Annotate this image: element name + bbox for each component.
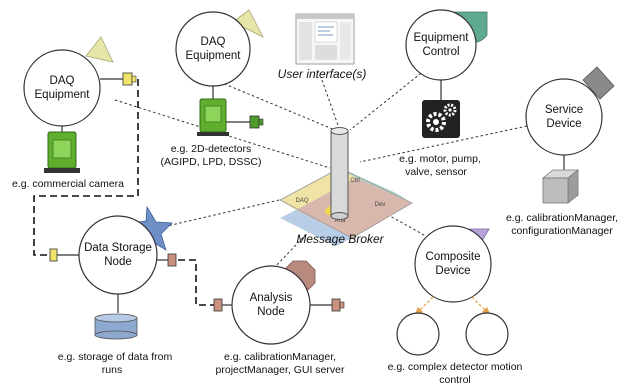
detector-caption-2: (AGIPD, LPD, DSSC) [161, 156, 262, 168]
daq-top-label-2: Equipment [186, 50, 242, 62]
svg-text:DAQ: DAQ [295, 198, 308, 204]
composite-child-right[interactable] [465, 312, 509, 356]
detector-chip-icon [197, 98, 229, 136]
message-broker-label: Message Broker [296, 232, 384, 246]
svg-text:Ana: Ana [335, 218, 346, 224]
analysis-label-1: Analysis [250, 292, 293, 304]
svg-text:Dev: Dev [375, 202, 386, 208]
service-device[interactable]: Service Device e.g. calibrationManager, … [506, 66, 618, 237]
daq-left-flag [85, 36, 114, 63]
equipment-control-label-1: Equipment [414, 32, 470, 44]
data-links [33, 79, 214, 306]
user-interface-label: User interface(s) [278, 67, 367, 81]
composite-device[interactable]: Composite Device e.g. complex detector m… [388, 225, 523, 385]
composite-caption-2: control [439, 374, 471, 385]
broker-platform [279, 167, 413, 239]
composite-label-1: Composite [426, 251, 481, 263]
storage-caption-2: runs [102, 364, 122, 376]
user-interface[interactable]: User interface(s) [278, 13, 367, 81]
service-device-flag [582, 66, 615, 100]
daq-left-label-1: DAQ [50, 75, 75, 87]
data-storage-label-2: Node [104, 256, 132, 268]
database-icon [94, 313, 138, 340]
ui-screenshot-icon [295, 13, 355, 65]
storage-caption-1: e.g. storage of data from [58, 351, 173, 363]
daq-left-plug [122, 72, 133, 86]
svg-text:Ctrl: Ctrl [350, 178, 359, 184]
camera-caption: e.g. commercial camera [12, 178, 124, 190]
data-storage-node[interactable]: Data Storage Node e.g. storage of data f… [49, 205, 177, 376]
composite-caption-1: e.g. complex detector motion [388, 361, 523, 373]
data-storage-label-1: Data Storage [84, 242, 152, 254]
analysis-in-plug [213, 298, 223, 312]
daq-top-label-1: DAQ [201, 36, 226, 48]
composite-label-2: Device [435, 265, 470, 277]
detector-caption-1: e.g. 2D-detectors [171, 143, 252, 155]
daq-left-label-2: Equipment [35, 89, 91, 101]
daq-equipment-left[interactable]: DAQ Equipment e.g. commercial camera [12, 36, 137, 190]
daq-top-flag [232, 9, 264, 38]
broker-cylinder [330, 130, 349, 217]
storage-out-plug [167, 253, 177, 267]
daq-equipment-top[interactable]: DAQ Equipment e.g. 2D-detectors (AGIPD, … [161, 9, 264, 168]
equipment-caption-1: e.g. motor, pump, [399, 153, 481, 165]
analysis-node[interactable]: Analysis Node e.g. calibrationManager, p… [213, 260, 345, 376]
gears-icon [422, 100, 460, 138]
composite-child-left[interactable] [396, 312, 440, 356]
service-device-label-1: Service [545, 104, 583, 116]
analysis-caption-2: projectManager, GUI server [216, 364, 345, 376]
analysis-caption-1: e.g. calibrationManager, [224, 351, 336, 363]
service-caption-1: e.g. calibrationManager, [506, 212, 618, 224]
equipment-control-label-2: Control [422, 46, 459, 58]
broker-quadrant-brown [296, 178, 412, 238]
analysis-label-2: Node [257, 306, 285, 318]
service-device-label-2: Device [546, 118, 581, 130]
storage-in-plug [49, 248, 58, 262]
broker-quadrant-blue [280, 210, 352, 246]
equipment-control[interactable]: Equipment Control e.g. motor, pump, valv… [399, 9, 488, 178]
analysis-out-plug [331, 298, 341, 312]
equipment-caption-2: valve, sensor [405, 166, 467, 178]
service-caption-2: configurationManager [511, 225, 613, 237]
message-broker: DAQ Ctrl Dev Ana Message Broker [279, 127, 413, 246]
daq-top-plug [249, 115, 260, 129]
cube-icon [541, 169, 580, 204]
camera-chip-icon [44, 131, 80, 173]
